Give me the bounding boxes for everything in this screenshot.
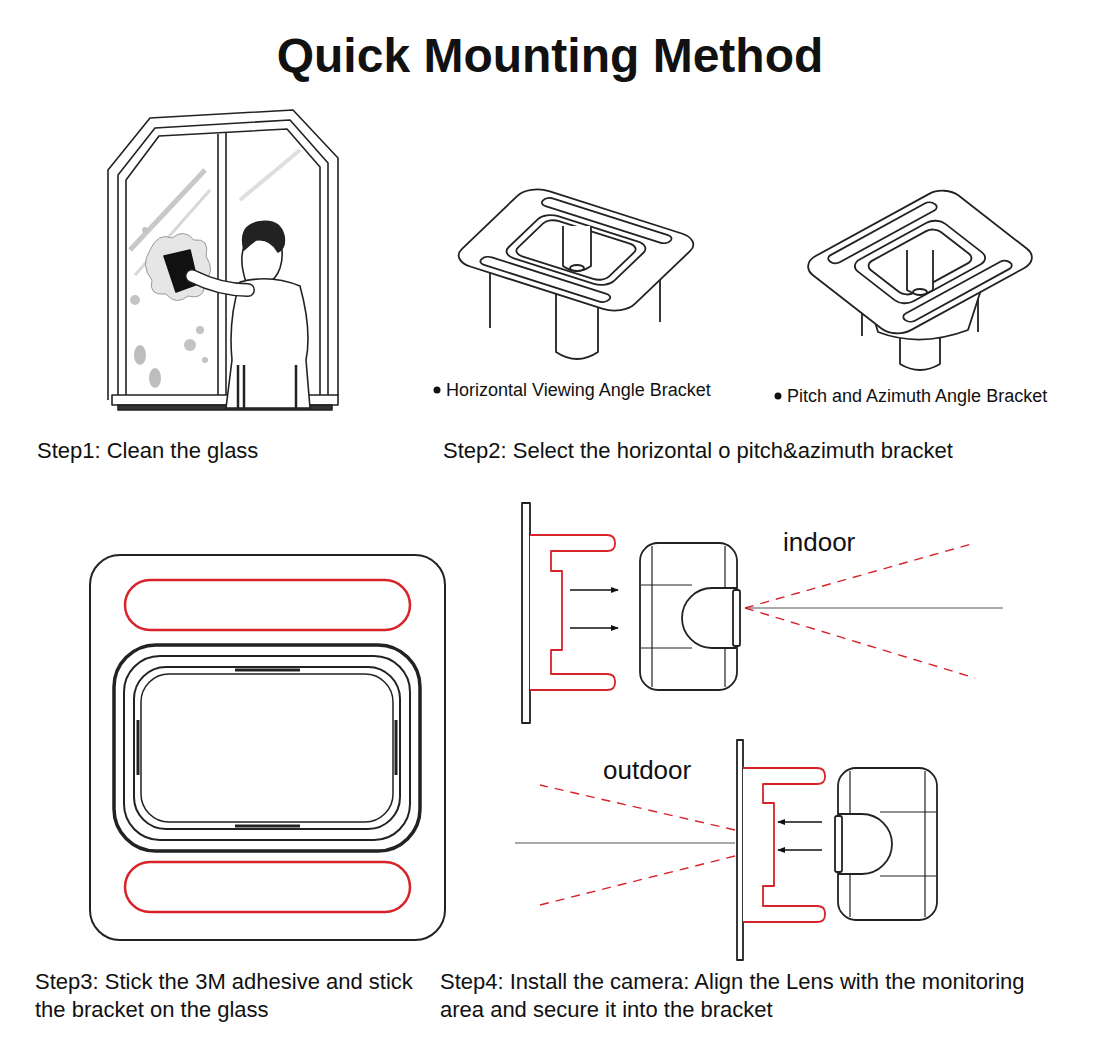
window-illustration-part [226, 279, 310, 408]
view-label: outdoor [603, 754, 691, 787]
outdoor-mount-part [540, 785, 735, 830]
bracket-top-view-part [141, 674, 393, 822]
bracket-top-view-part [125, 862, 410, 912]
bracket-top-view-part [137, 720, 140, 775]
horizontal-bracket [434, 185, 702, 394]
pitch-azimuth-bracket-part-part [864, 227, 975, 298]
outdoor-mount-part [880, 875, 936, 876]
outdoor-mount-part [540, 856, 735, 905]
indoor-mount-part [570, 589, 618, 590]
view-label: indoor [783, 526, 855, 559]
outdoor-mount-part [835, 816, 842, 872]
bracket-top-view-part [114, 645, 420, 851]
horizontal-bracket-part [434, 387, 441, 394]
outdoor-mount-part [880, 811, 936, 812]
window-illustration-part [192, 276, 248, 290]
bracket-top-view-part [124, 656, 410, 840]
indoor-mount-part [641, 584, 692, 585]
window-illustration-part [134, 345, 146, 365]
window-illustration-part [217, 134, 219, 396]
window-illustration-part [237, 365, 240, 408]
window-illustration-part [243, 365, 246, 408]
page-title: Quick Mounting Method [0, 26, 1100, 86]
horizontal-bracket-part [563, 226, 591, 271]
window-illustration-part [295, 365, 298, 408]
window-illustration-part [145, 233, 210, 300]
horizontal-bracket-part-part [450, 185, 702, 315]
window-illustration-part [202, 357, 208, 363]
outdoor-mount [515, 740, 937, 960]
indoor-mount-part [745, 607, 1003, 608]
pitch-azimuth-bracket-part [913, 289, 927, 295]
window-illustration-part [243, 221, 285, 252]
bracket-caption: Pitch and Azimuth Angle Bracket [787, 385, 1047, 408]
pitch-azimuth-bracket-part [907, 250, 933, 294]
outdoor-mount-part [737, 740, 743, 960]
indoor-mount-part [530, 535, 615, 690]
window-illustration-part [130, 295, 140, 305]
bracket-top-view-part [235, 669, 300, 672]
outdoor-mount-part [778, 849, 822, 850]
indoor-mount-part [733, 590, 740, 646]
outdoor-mount-part [743, 768, 825, 922]
horizontal-bracket-part-part [512, 218, 640, 282]
step-caption: Step4: Install the camera: Align the Len… [440, 968, 1060, 1023]
window-illustration-part [192, 276, 248, 290]
indoor-mount-part [640, 543, 737, 690]
pitch-azimuth-bracket-part [800, 185, 1041, 339]
outdoor-mount-part [838, 814, 892, 874]
horizontal-bracket-part-part [501, 212, 651, 288]
bracket-top-view [90, 555, 445, 940]
outdoor-mount-part [515, 842, 735, 843]
bracket-top-view-part [90, 555, 445, 940]
horizontal-bracket-part [450, 185, 702, 315]
bracket-top-view-part [235, 825, 300, 828]
horizontal-bracket-part [489, 268, 491, 328]
window-illustration-part [225, 133, 227, 396]
pitch-azimuth-bracket-part-part [849, 217, 990, 307]
indoor-mount-part [745, 543, 975, 608]
indoor-mount-part [745, 608, 975, 678]
step-caption: Step2: Select the horizontal o pitch&azi… [443, 437, 953, 465]
pitch-azimuth-bracket-part [775, 393, 782, 400]
indoor-mount-part [522, 503, 530, 723]
step-caption: Step3: Stick the 3M adhesive and stick t… [35, 968, 435, 1023]
indoor-mount-part [682, 588, 737, 648]
bracket-top-view-part [125, 580, 410, 630]
indoor-mount [522, 503, 1003, 723]
window-illustration-part [142, 227, 148, 233]
window-illustration-part [196, 326, 204, 334]
outdoor-mount-part [778, 821, 822, 822]
indoor-mount-part [570, 627, 618, 628]
pitch-azimuth-bracket-part-part [800, 185, 1041, 339]
bracket-caption: Horizontal Viewing Angle Bracket [446, 379, 711, 402]
window-illustration-part [149, 368, 161, 388]
bracket-top-view-part [395, 720, 398, 775]
indoor-mount-part [641, 647, 692, 648]
window-illustration [108, 110, 338, 410]
window-illustration-part [184, 339, 196, 351]
pitch-azimuth-bracket [775, 185, 1041, 399]
horizontal-bracket-part [570, 265, 584, 271]
bracket-top-view-part [134, 667, 400, 829]
indoor-mount-part [651, 546, 652, 687]
outdoor-mount-part [924, 771, 925, 917]
outdoor-mount-part [838, 768, 937, 920]
window-illustration-part [240, 150, 300, 200]
step-caption: Step1: Clean the glass [37, 437, 258, 465]
